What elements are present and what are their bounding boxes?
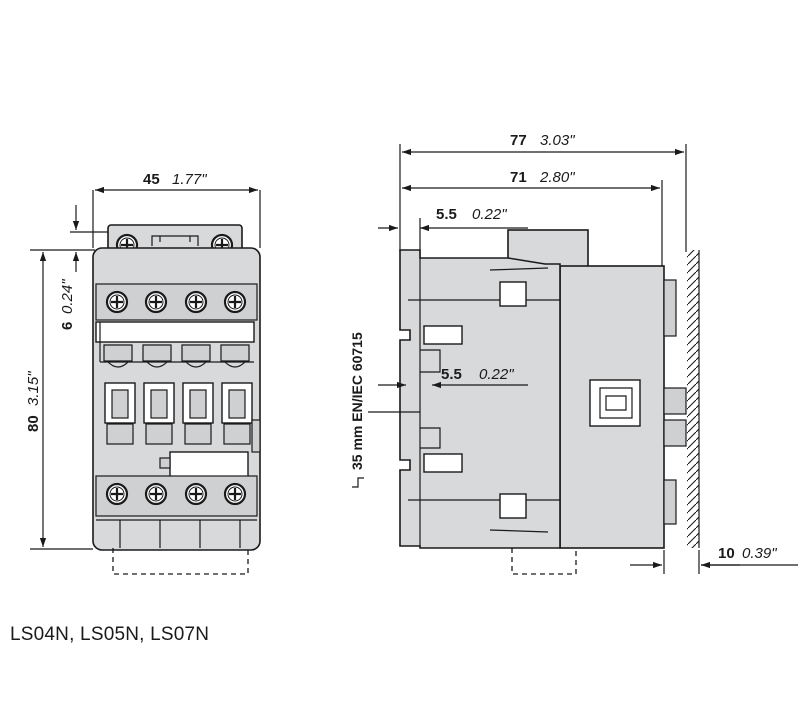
side-view: 77 3.03" 71 2.80" 5.5 0.22" 5.5 0.22" 10… <box>349 132 798 575</box>
front-offset-mm: 6 <box>59 322 76 330</box>
front-contact-windows <box>103 344 253 445</box>
side-front-body <box>399 249 561 549</box>
side-overall-depth-mm: 77 <box>510 132 527 149</box>
screw-icon <box>223 482 247 506</box>
screw-icon <box>105 290 129 314</box>
front-optional-block-outline <box>112 548 249 575</box>
screw-icon <box>184 482 208 506</box>
side-rail-step-in: 0.22" <box>479 366 514 383</box>
screw-icon <box>144 482 168 506</box>
side-clearance-in: 0.39" <box>742 545 777 562</box>
front-width-in: 1.77" <box>172 171 207 188</box>
side-overall-depth-in: 3.03" <box>540 132 575 149</box>
front-cover-bar <box>95 321 255 343</box>
side-rail-label: 35 mm EN/IEC 60715 <box>349 332 365 470</box>
front-label-plate <box>169 451 249 481</box>
side-optional-block-outline <box>511 548 577 575</box>
side-front-step-in: 0.22" <box>472 206 507 223</box>
front-height-mm: 80 <box>25 415 42 432</box>
screw-icon <box>105 482 129 506</box>
side-rail-step-mm: 5.5 <box>441 366 462 383</box>
side-body-depth-mm: 71 <box>510 169 527 186</box>
mounting-wall-hatching <box>687 250 699 548</box>
side-front-step-mm: 5.5 <box>436 206 457 223</box>
side-body-depth-in: 2.80" <box>539 169 575 186</box>
screw-icon <box>184 290 208 314</box>
front-offset-in: 0.24" <box>59 279 76 314</box>
side-clearance-mm: 10 <box>718 545 735 562</box>
front-side-tab <box>251 419 261 453</box>
screw-icon <box>144 290 168 314</box>
model-caption: LS04N, LS05N, LS07N <box>10 624 210 645</box>
screw-icon <box>223 290 247 314</box>
front-top-clip <box>151 235 199 246</box>
front-width-mm: 45 <box>143 171 160 188</box>
front-height-in: 3.15" <box>25 371 42 406</box>
front-view: 45 1.77" 6 0.24" 80 3.15" <box>25 171 261 575</box>
din-rail-symbol-icon <box>352 477 364 488</box>
